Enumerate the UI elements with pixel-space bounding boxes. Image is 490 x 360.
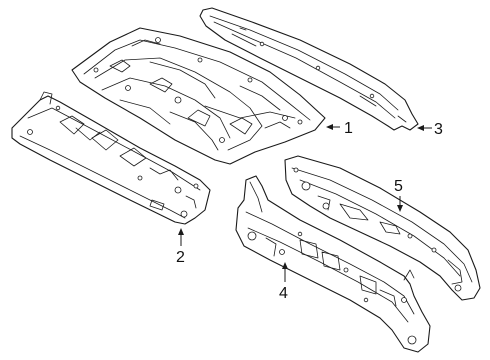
part-3-rear-panel-upper	[199, 7, 419, 131]
callout-label-1: 1	[344, 120, 353, 137]
callout-4: 4	[279, 262, 288, 302]
part-1-rear-floor-pan	[71, 27, 326, 165]
callout-2: 2	[176, 228, 185, 266]
callout-1: 1	[326, 120, 353, 137]
callout-label-3: 3	[434, 121, 443, 138]
callout-label-4: 4	[279, 285, 288, 302]
callout-3: 3	[417, 121, 443, 138]
part-2-rear-crossmember	[11, 91, 211, 225]
callout-label-2: 2	[176, 249, 185, 266]
callout-5: 5	[394, 178, 403, 212]
callout-label-5: 5	[394, 178, 403, 195]
part-5-rear-side-panel	[284, 155, 481, 301]
part-4-rear-inner-panel	[235, 175, 431, 353]
